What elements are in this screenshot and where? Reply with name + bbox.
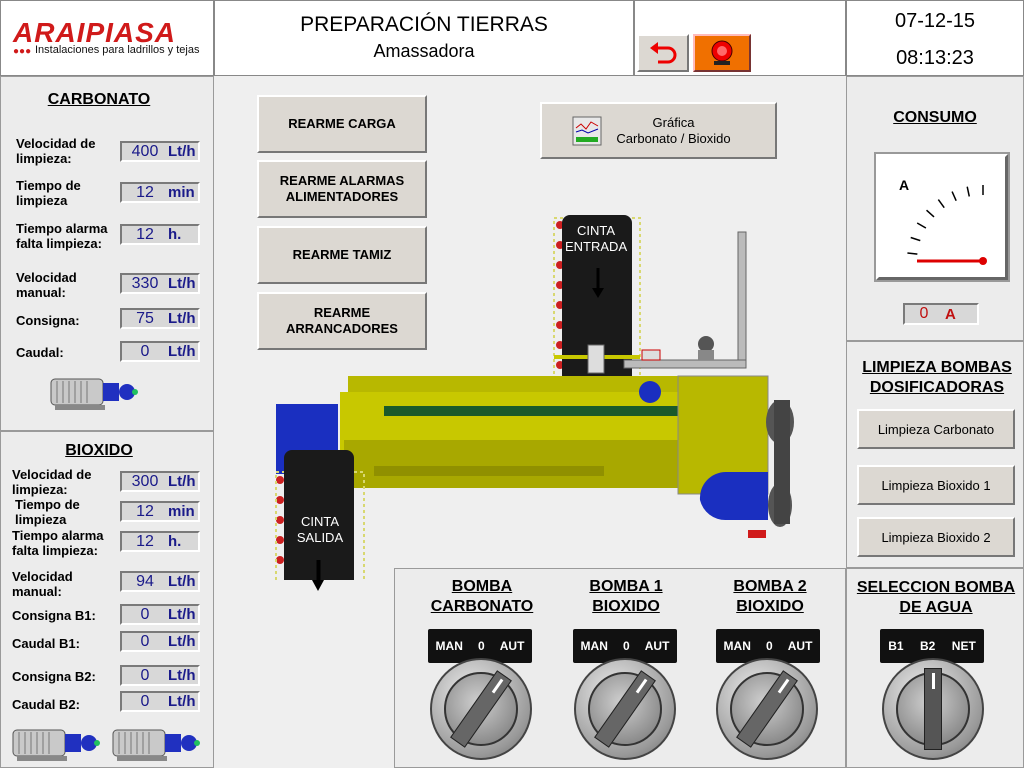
- bioxido-pump-2-icon[interactable]: [111, 724, 201, 764]
- ammeter-gauge: A: [876, 154, 1008, 280]
- pos-0: 0: [477, 639, 485, 653]
- title-box: PREPARACIÓN TIERRAS Amassadora: [214, 0, 634, 76]
- chart-icon: [572, 116, 602, 146]
- pos-aut: AUT: [644, 639, 670, 653]
- selector-carbonato-title: BOMBA CARBONATO: [430, 578, 534, 615]
- mixer-body: [340, 375, 794, 538]
- selector-bioxido1-labels: MAN 0 AUT: [573, 629, 677, 663]
- limpieza-bioxido-1-button[interactable]: Limpieza Bioxido 1: [857, 465, 1015, 505]
- bioxido-pump-1-icon[interactable]: [11, 724, 101, 764]
- carbonato-label-3: Tiempo alarma falta limpieza:: [16, 221, 108, 251]
- brand-logo: ARAIPIASA: [13, 17, 177, 48]
- undo-icon: [650, 42, 677, 64]
- logo-dots: ●●●: [13, 46, 32, 57]
- selector-agua-knob[interactable]: [882, 658, 984, 760]
- rearme-carga-button[interactable]: REARME CARGA: [257, 95, 427, 153]
- datetime-box: 07-12-15 08:13:23: [846, 0, 1024, 76]
- back-button[interactable]: [637, 34, 689, 72]
- selector-carbonato-knob[interactable]: [430, 658, 532, 760]
- alarm-bell-icon: [711, 40, 733, 65]
- logo-tagline: Instalaciones para ladrillos y tejas: [35, 44, 200, 56]
- bioxido-label-4: Velocidad manual:: [12, 569, 73, 599]
- selector-bioxido1-title: BOMBA 1 BIOXIDO: [589, 578, 663, 615]
- limpieza-bioxido-2-button[interactable]: Limpieza Bioxido 2: [857, 517, 1015, 557]
- water-pipe: [587, 231, 747, 374]
- bioxido-label-5: Consigna B1:: [12, 608, 96, 623]
- bioxido-label-2: Tiempo de limpieza: [15, 497, 80, 527]
- carbonato-label-6: Caudal:: [16, 345, 64, 360]
- cinta-entrada-label: CINTA ENTRADA: [565, 223, 628, 254]
- cinta-salida-conveyor: [275, 404, 365, 580]
- pos-aut: AUT: [499, 639, 525, 653]
- pos-b1: B1: [888, 639, 904, 653]
- carbonato-label-5: Consigna:: [16, 313, 80, 328]
- pos-b2: B2: [920, 639, 936, 653]
- cinta-salida-label: CINTA SALIDA: [296, 514, 344, 545]
- limpieza-panel: LIMPIEZA BOMBAS DOSIFICADORAS Limpieza C…: [846, 341, 1024, 568]
- consumo-title: CONSUMO: [893, 109, 977, 126]
- limpieza-carbonato-button[interactable]: Limpieza Carbonato: [857, 409, 1015, 449]
- action-box: [634, 0, 846, 76]
- pos-0: 0: [765, 639, 773, 653]
- pos-net: NET: [951, 639, 976, 653]
- bioxido-title: BIOXIDO: [65, 442, 133, 459]
- bioxido-label-6: Caudal B1:: [12, 636, 80, 651]
- page-subtitle: Amassadora: [373, 41, 475, 61]
- gauge-scale: [907, 185, 1005, 277]
- carbonato-title: CARBONATO: [47, 91, 151, 108]
- page-title: PREPARACIÓN TIERRAS: [300, 13, 548, 36]
- carbonato-label-1: Velocidad de limpieza:: [16, 136, 96, 166]
- pos-0: 0: [622, 639, 630, 653]
- pos-man: MAN: [580, 639, 608, 653]
- date-display: 07-12-15: [894, 10, 976, 32]
- selector-bioxido1-knob[interactable]: [574, 658, 676, 760]
- pos-aut: AUT: [787, 639, 813, 653]
- rearme-tamiz-button[interactable]: REARME TAMIZ: [257, 226, 427, 284]
- down-arrow-icon: [312, 560, 324, 591]
- carbonato-label-4: Velocidad manual:: [16, 270, 77, 300]
- pos-man: MAN: [723, 639, 751, 653]
- carbonato-pump-icon[interactable]: [49, 373, 139, 413]
- bioxido-label-8: Caudal B2:: [12, 697, 80, 712]
- time-display: 08:13:23: [896, 47, 974, 69]
- limpieza-title: LIMPIEZA BOMBAS DOSIFICADORAS: [862, 359, 1012, 396]
- alarm-button[interactable]: [693, 34, 751, 72]
- selector-bioxido2-knob[interactable]: [716, 658, 818, 760]
- selector-agua-title: SELECCION BOMBA DE AGUA: [856, 579, 1016, 616]
- bioxido-label-7: Consigna B2:: [12, 669, 96, 684]
- rearme-alarmas-button[interactable]: REARME ALARMAS ALIMENTADORES: [257, 160, 427, 218]
- bioxido-label-1: Velocidad de limpieza:: [12, 467, 92, 497]
- selector-bioxido2-title: BOMBA 2 BIOXIDO: [733, 578, 807, 615]
- gauge-unit: A: [899, 177, 910, 193]
- grafica-button[interactable]: Gráfica Carbonato / Bioxido: [540, 102, 777, 159]
- logo-box: ARAIPIASA ●●● Instalaciones para ladrill…: [0, 0, 214, 76]
- selector-carbonato-labels: MAN 0 AUT: [428, 629, 532, 663]
- selector-agua-labels: B1 B2 NET: [880, 629, 984, 663]
- grafica-label: Gráfica Carbonato / Bioxido: [616, 114, 731, 146]
- amassadora-diagram: [275, 215, 794, 580]
- bioxido-label-3: Tiempo alarma falta limpieza:: [12, 528, 104, 558]
- pos-man: MAN: [435, 639, 463, 653]
- carbonato-label-2: Tiempo de limpieza: [16, 178, 81, 208]
- rearme-arrancadores-button[interactable]: REARME ARRANCADORES: [257, 292, 427, 350]
- selector-bioxido2-labels: MAN 0 AUT: [716, 629, 820, 663]
